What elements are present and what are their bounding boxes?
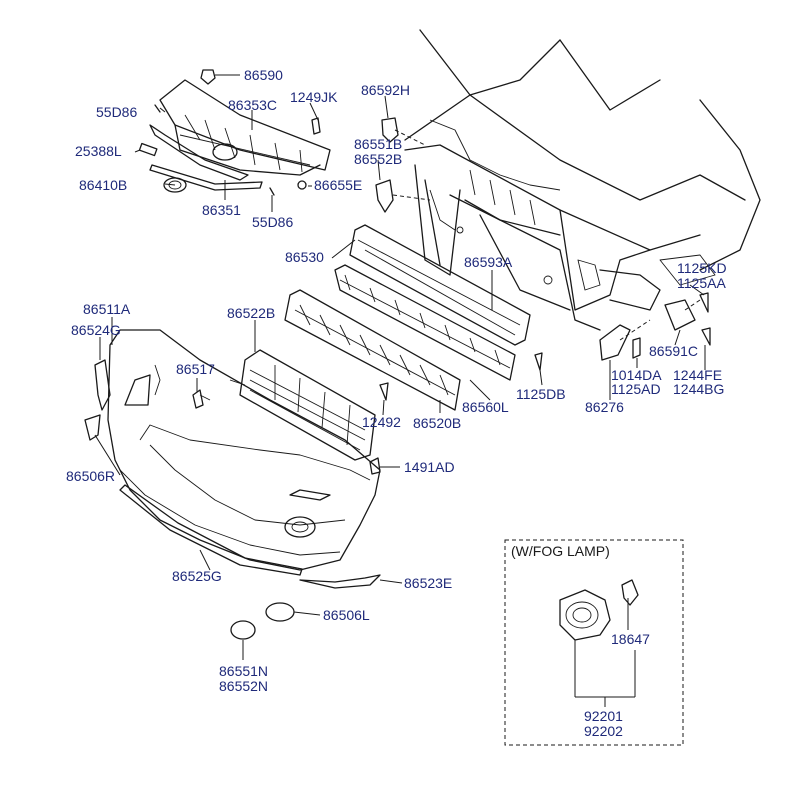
bracket-86524G (94, 359, 111, 411)
label-92201: 92201 (584, 708, 623, 724)
label-86525G: 86525G (172, 568, 222, 584)
label-86593A: 86593A (464, 254, 513, 270)
label-86506L: 86506L (323, 607, 370, 623)
label-86590: 86590 (244, 67, 283, 83)
label-12492: 12492 (362, 414, 401, 430)
label-1125AA: 1125AA (677, 275, 726, 291)
clip-1491AD (369, 457, 381, 475)
grille-lower-strip (149, 164, 263, 191)
attachment-lines (392, 129, 701, 341)
label-86517: 86517 (176, 361, 215, 377)
fog-lamp-title: (W/FOG LAMP) (511, 543, 610, 559)
screw-1249JK (311, 117, 321, 135)
lower-grille-86522B (239, 349, 376, 461)
clip-25388L (138, 142, 158, 157)
label-86591C: 86591C (649, 343, 698, 359)
clip-55D86-bottom (269, 187, 275, 196)
bumper-beam-86530 (349, 224, 531, 346)
label-86522B: 86522B (227, 305, 275, 321)
label-86523E: 86523E (404, 575, 452, 591)
energy-absorber-86520B (334, 264, 516, 381)
bolt-1014DA (632, 337, 641, 359)
radiator-support-frame (404, 29, 761, 331)
label-86655E: 86655E (314, 177, 362, 193)
label-25388L: 25388L (75, 143, 122, 159)
label-1244FE: 1244FE (673, 367, 722, 383)
label-86592H: 86592H (361, 82, 410, 98)
label-86506R: 86506R (66, 468, 115, 484)
bracket-86591C (664, 299, 696, 331)
label-55D86-top: 55D86 (96, 104, 137, 120)
screw-12492 (379, 382, 389, 401)
fog-lamp-box: (W/FOG LAMP) (504, 539, 684, 746)
part-labels: 86590 55D86 86353C 1249JK 86592H 25388L … (66, 67, 727, 739)
grille-emblem (212, 143, 238, 161)
label-1125KD: 1125KD (677, 260, 727, 276)
clip-55D86-top (154, 104, 161, 113)
label-86520B: 86520B (413, 415, 461, 431)
bolt-1244FE (701, 327, 711, 346)
label-86552B: 86552B (354, 151, 402, 167)
bracket-86551B (375, 179, 394, 213)
bolt-1125DB (534, 352, 543, 371)
label-86530: 86530 (285, 249, 324, 265)
clip-86655E (297, 180, 307, 190)
label-86276: 86276 (585, 399, 624, 415)
label-1244BG: 1244BG (673, 381, 724, 397)
bolt-1125KD (699, 292, 709, 313)
bracket-86276 (599, 324, 631, 361)
grille-molding (149, 124, 249, 181)
label-1014DA: 1014DA (611, 367, 662, 383)
label-86511A: 86511A (83, 301, 131, 317)
label-86551N: 86551N (219, 663, 268, 679)
cap-86551N (230, 620, 256, 640)
lower-lip-86525G (119, 484, 303, 576)
label-86351: 86351 (202, 202, 241, 218)
label-55D86-bottom: 55D86 (252, 214, 293, 230)
label-86524G: 86524G (71, 322, 121, 338)
label-86353C: 86353C (228, 97, 277, 113)
cover-86506L (265, 602, 295, 622)
label-18647: 18647 (611, 631, 650, 647)
trim-86523E (299, 574, 381, 589)
label-1249JK: 1249JK (290, 89, 338, 105)
clip-86590 (200, 69, 216, 85)
label-92202: 92202 (584, 723, 623, 739)
emblem-86410B (163, 177, 187, 193)
absorber-86560L (284, 289, 461, 411)
bulb-18647 (621, 579, 639, 606)
fog-lamp-92201 (559, 589, 611, 641)
label-86551B: 86551B (354, 136, 402, 152)
clip-86517 (192, 389, 204, 409)
label-86560L: 86560L (462, 399, 509, 415)
label-86410B: 86410B (79, 177, 127, 193)
radiator-grille (159, 79, 331, 176)
bracket-86592H (381, 117, 399, 143)
label-86552N: 86552N (219, 678, 268, 694)
cover-86506R (84, 414, 101, 441)
label-1125AD: 1125AD (611, 381, 661, 397)
label-1125DB: 1125DB (516, 386, 566, 402)
bumper-cover-86511A (107, 329, 381, 571)
label-1491AD: 1491AD (404, 459, 455, 475)
